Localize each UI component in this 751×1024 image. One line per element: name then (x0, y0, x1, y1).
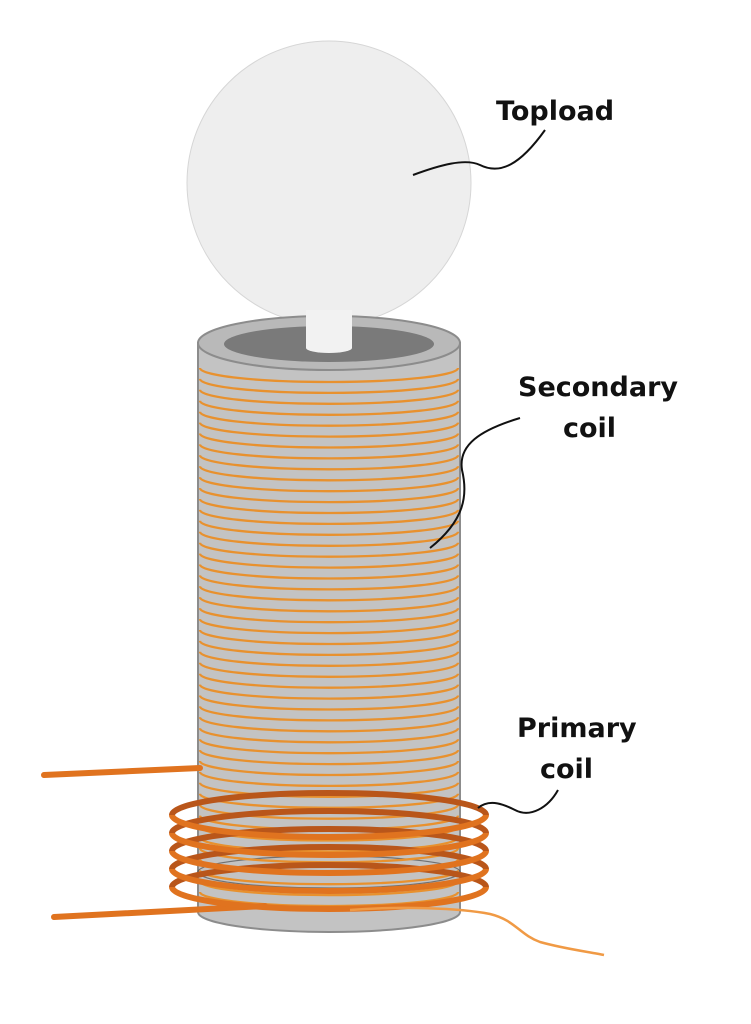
topload-leader-line (412, 129, 546, 176)
secondary-winding-turn (198, 422, 460, 438)
secondary-winding-turn (198, 727, 460, 744)
secondary-winding-turn (198, 564, 460, 580)
secondary-winding-turn (198, 749, 460, 766)
primary-winding-turn (169, 886, 489, 912)
secondary-winding-turn (198, 684, 460, 700)
secondary-winding-turn (198, 760, 460, 777)
secondary-coil-label-line2: coil (563, 413, 616, 444)
secondary-leader-line (429, 417, 521, 549)
secondary-winding-turn (198, 880, 460, 897)
secondary-winding-turn (198, 607, 460, 624)
primary-winding-turn (169, 832, 489, 858)
secondary-winding-turn (198, 465, 460, 482)
secondary-winding-turn (198, 411, 460, 427)
secondary-winding-turn (198, 367, 460, 384)
secondary-winding-turn (198, 476, 460, 493)
primary-coil-label-line1: Primary (517, 713, 637, 744)
secondary-coil (198, 367, 460, 908)
secondary-winding-turn (198, 673, 460, 689)
secondary-winding-turn (198, 433, 460, 449)
primary-winding-turn-back (169, 790, 489, 816)
primary-winding-turn (169, 814, 489, 840)
secondary-winding-turn (198, 651, 460, 667)
secondary-winding-turn (198, 531, 460, 547)
secondary-winding-turn (198, 553, 460, 569)
secondary-ground-lead (349, 906, 605, 957)
secondary-winding-turn (198, 487, 460, 504)
secondary-winding-turn (198, 575, 460, 591)
secondary-winding-turn (198, 444, 460, 460)
secondary-winding-turn (198, 771, 460, 788)
secondary-winding-turn (198, 498, 460, 515)
secondary-winding-turn (198, 716, 460, 733)
secondary-winding-turn (198, 706, 460, 722)
secondary-coil-label-line1: Secondary (518, 372, 678, 403)
secondary-winding-turn (198, 629, 460, 646)
primary-lead-top (41, 765, 203, 778)
secondary-winding-turn (198, 520, 460, 536)
secondary-winding-turn (198, 400, 460, 416)
secondary-winding-turn (198, 869, 460, 886)
primary-winding-turn (169, 868, 489, 894)
secondary-winding-turn (198, 596, 460, 613)
primary-coil (41, 765, 489, 920)
secondary-winding-turn (198, 738, 460, 755)
primary-leader-line (477, 789, 559, 814)
secondary-winding-turn (198, 891, 460, 908)
secondary-winding-turn (198, 837, 460, 853)
topload-sphere (186, 40, 472, 326)
secondary-winding-turn (198, 585, 460, 602)
topload-label: Topload (496, 96, 614, 127)
primary-coil-label-line2: coil (540, 754, 593, 785)
secondary-winding-turn (198, 389, 460, 405)
secondary-winding-turn (198, 509, 460, 526)
primary-lead-bottom (51, 903, 268, 920)
secondary-winding-turn (198, 454, 460, 471)
secondary-winding-turn (198, 378, 460, 395)
primary-winding-turn (169, 850, 489, 876)
topload-post (306, 310, 352, 353)
secondary-winding-turn (198, 782, 460, 798)
secondary-winding-turn (198, 618, 460, 635)
secondary-winding-turn (198, 542, 460, 558)
secondary-winding-turn (198, 662, 460, 678)
secondary-winding-turn (198, 695, 460, 711)
secondary-winding-turn (198, 640, 460, 657)
secondary-winding-turn (198, 804, 460, 820)
